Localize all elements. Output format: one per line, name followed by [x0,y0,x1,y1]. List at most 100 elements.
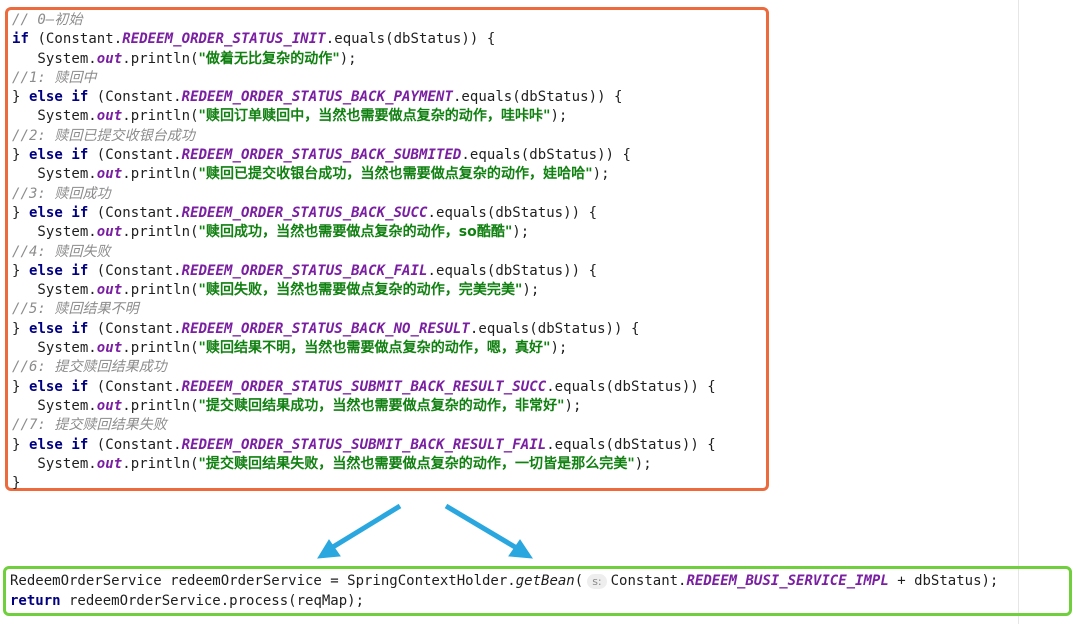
code-string: "赎回结果不明，当然也需要做点复杂的动作，嗯，真好" [198,340,551,357]
code-line: System.out.println("赎回成功，当然也需要做点复杂的动作，so… [12,223,766,242]
code-text: + dbStatus); [888,573,999,589]
code-line: } [12,474,766,493]
code-text: System. [12,455,97,472]
code-text: .println( [122,108,199,125]
code-constant: REDEEM_ORDER_STATUS_BACK_NO_RESULT [181,320,470,337]
code-text: ); [592,166,610,183]
code-line: } else if (Constant.REDEEM_ORDER_STATUS_… [12,378,766,397]
code-field: out [96,224,123,241]
code-comment: // 0—初始 [12,12,83,28]
code-line: System.out.println("赎回失败，当然也需要做点复杂的动作，完美… [12,281,766,300]
code-field: out [96,340,123,357]
code-text: (Constant. [88,262,182,279]
code-text: .equals(dbStatus)) { [427,262,598,279]
arrow-left [326,503,402,553]
code-text: .equals(dbStatus)) { [469,320,640,337]
arrow-right [444,503,522,553]
code-line-getbean: RedeemOrderService redeemOrderService = … [10,571,1069,591]
arrow-right-head [508,539,533,559]
code-text: System. [12,166,97,183]
code-text: (Constant. [28,31,123,48]
code-text: .equals(dbStatus)) { [325,31,496,48]
code-constant: REDEEM_ORDER_STATUS_BACK_FAIL [181,262,428,279]
code-constant: REDEEM_ORDER_STATUS_BACK_SUBMITED [181,147,462,164]
code-text: ); [339,50,357,67]
code-line: System.out.println("赎回订单赎回中，当然也需要做点复杂的动作… [12,107,766,126]
code-line: System.out.println("提交赎回结果成功，当然也需要做点复杂的动… [12,397,766,416]
code-keyword: else if [28,378,89,395]
code-text: Constant. [610,573,687,589]
code-line: System.out.println("赎回结果不明，当然也需要做点复杂的动作，… [12,339,766,358]
arrow-left-head [317,539,341,559]
code-constant: REDEEM_ORDER_STATUS_BACK_SUCC [181,204,428,221]
code-string: "赎回失败，当然也需要做点复杂的动作，完美完美" [198,282,523,299]
code-line: // 0—初始 [12,11,766,30]
code-field: out [96,282,123,299]
code-text: System. [12,282,97,299]
code-line: System.out.println("做着无比复杂的动作"); [12,50,766,69]
code-string: "提交赎回结果失败，当然也需要做点复杂的动作，一切皆是那么完美" [198,455,635,472]
code-line: System.out.println("赎回已提交收银台成功，当然也需要做点复杂… [12,165,766,184]
code-comment: //5: 赎回结果不明 [12,301,139,318]
code-field: out [96,397,123,414]
code-text: RedeemOrderService redeemOrderService = … [10,573,516,589]
code-comment: //3: 赎回成功 [12,185,111,202]
code-text: (Constant. [88,320,182,337]
code-line: //4: 赎回失败 [12,243,766,262]
code-text: System. [12,108,97,125]
code-text: ); [522,282,540,299]
code-comment: //4: 赎回失败 [12,243,111,260]
code-line: //2: 赎回已提交收银台成功 [12,127,766,146]
code-constant: REDEEM_ORDER_STATUS_BACK_PAYMENT [181,89,453,106]
code-text: .println( [122,455,199,472]
code-line: //3: 赎回成功 [12,185,766,204]
code-text: ); [634,455,652,472]
code-text: ); [550,108,568,125]
code-string: "做着无比复杂的动作" [198,50,340,67]
code-text: ); [512,224,530,241]
code-text: } [12,147,29,164]
code-keyword: else if [28,89,89,106]
code-keyword: else if [28,147,89,164]
code-text: System. [12,397,97,414]
code-constant: REDEEM_ORDER_STATUS_SUBMIT_BACK_RESULT_S… [181,378,547,395]
parameter-hint: s: [587,574,607,589]
arrows-graphic [317,503,533,559]
code-text: (Constant. [88,89,182,106]
code-text: .println( [122,224,199,241]
code-keyword: else if [28,320,89,337]
code-constant: REDEEM_BUSI_SERVICE_IMPL [686,573,889,589]
code-text: } [12,436,29,453]
code-field: out [96,455,123,472]
code-string: "提交赎回结果成功，当然也需要做点复杂的动作，非常好" [198,397,565,414]
code-line: if (Constant.REDEEM_ORDER_STATUS_INIT.eq… [12,30,766,49]
code-field: out [96,166,123,183]
code-line: } else if (Constant.REDEEM_ORDER_STATUS_… [12,204,766,223]
code-text: ); [550,340,568,357]
code-text: .equals(dbStatus)) { [427,204,598,221]
code-text: ); [564,397,582,414]
code-text: .println( [122,166,199,183]
code-text: (Constant. [88,147,182,164]
code-field: out [96,50,123,67]
code-text: } [12,262,29,279]
code-text: .println( [122,282,199,299]
code-text: .println( [122,340,199,357]
code-text: } [12,204,29,221]
code-text: (Constant. [88,204,182,221]
code-keyword: if [12,31,29,48]
code-text: System. [12,224,97,241]
code-line: } else if (Constant.REDEEM_ORDER_STATUS_… [12,436,766,455]
code-line: } else if (Constant.REDEEM_ORDER_STATUS_… [12,88,766,107]
code-keyword: else if [28,262,89,279]
code-line: //7: 提交赎回结果失败 [12,416,766,435]
code-line: } else if (Constant.REDEEM_ORDER_STATUS_… [12,262,766,281]
code-comment: //2: 赎回已提交收银台成功 [12,127,195,144]
code-text: .equals(dbStatus)) { [546,378,716,395]
code-text: } [12,378,29,395]
code-keyword: return [10,593,61,609]
code-text: System. [12,340,97,357]
code-line: //6: 提交赎回结果成功 [12,358,766,377]
code-text: .println( [122,50,199,67]
